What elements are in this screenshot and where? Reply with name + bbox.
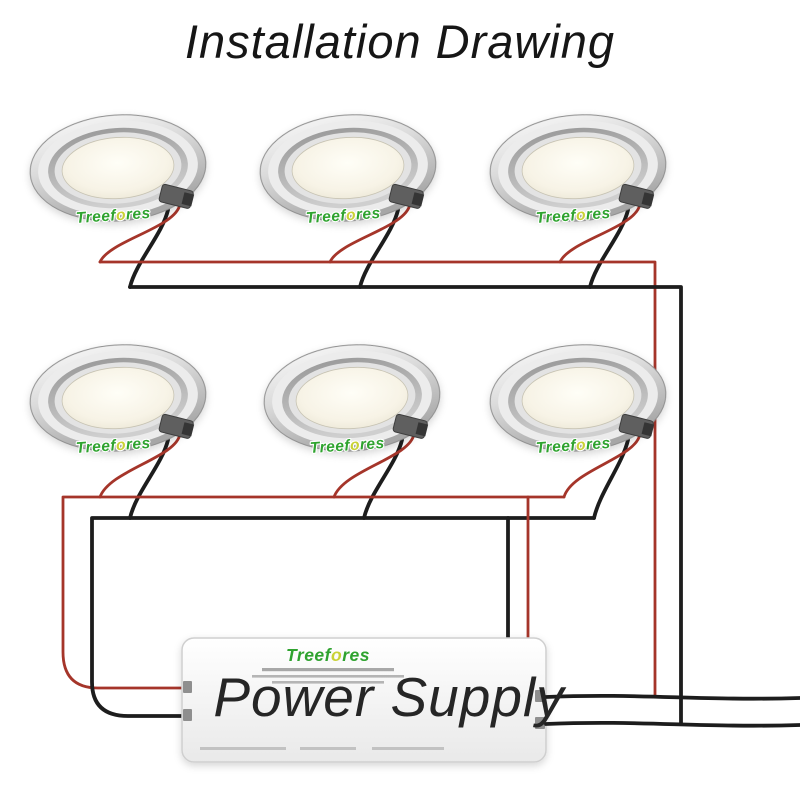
downlight-4 xyxy=(27,339,210,460)
wire-light6-red xyxy=(562,432,642,499)
wire-light4-red xyxy=(98,432,182,499)
wire-light1-black xyxy=(128,208,170,289)
psu-output-wire-top xyxy=(544,693,800,701)
bus1-black xyxy=(128,285,683,726)
psu-right-terminal-bottom xyxy=(535,717,545,729)
wire-light6-black xyxy=(592,438,630,520)
power-supply-label: Power Supply xyxy=(213,666,565,728)
psu-fineprint-line xyxy=(300,747,356,750)
psu-fineprint-line xyxy=(262,668,394,672)
bus2-black xyxy=(90,516,596,718)
downlight-3 xyxy=(487,109,670,230)
psu-fineprint-line xyxy=(372,747,444,750)
wire-light3-black xyxy=(588,208,630,289)
wire-light2-black xyxy=(358,208,400,289)
wire-light5-red xyxy=(332,432,416,499)
psu-fineprint-line xyxy=(252,675,404,678)
psu-fineprint-line xyxy=(200,747,286,750)
page-title: Installation Drawing xyxy=(184,15,616,68)
psu-output-wire-bottom xyxy=(544,720,800,728)
psu-right-terminal-top xyxy=(535,690,545,702)
wire-light1-red xyxy=(98,202,182,264)
wire-light3-red xyxy=(558,202,642,264)
psu-fineprint-line xyxy=(272,681,384,684)
psu-left-terminal-bottom xyxy=(183,709,192,721)
downlight-5 xyxy=(261,339,444,460)
wire-light4-black xyxy=(128,438,170,520)
power-supply-unit: Treefores xyxy=(181,637,547,763)
bus2-red xyxy=(61,495,566,690)
wire-light2-red xyxy=(328,202,412,264)
wire-light5-black xyxy=(362,438,404,520)
psu-left-terminal-top xyxy=(183,681,192,693)
downlight-6 xyxy=(487,339,670,460)
downlight-2 xyxy=(257,109,440,230)
downlight-1 xyxy=(27,109,210,230)
bus1-red xyxy=(98,260,657,699)
wires xyxy=(61,202,683,726)
psu-brand-text: Treefores xyxy=(286,645,370,665)
